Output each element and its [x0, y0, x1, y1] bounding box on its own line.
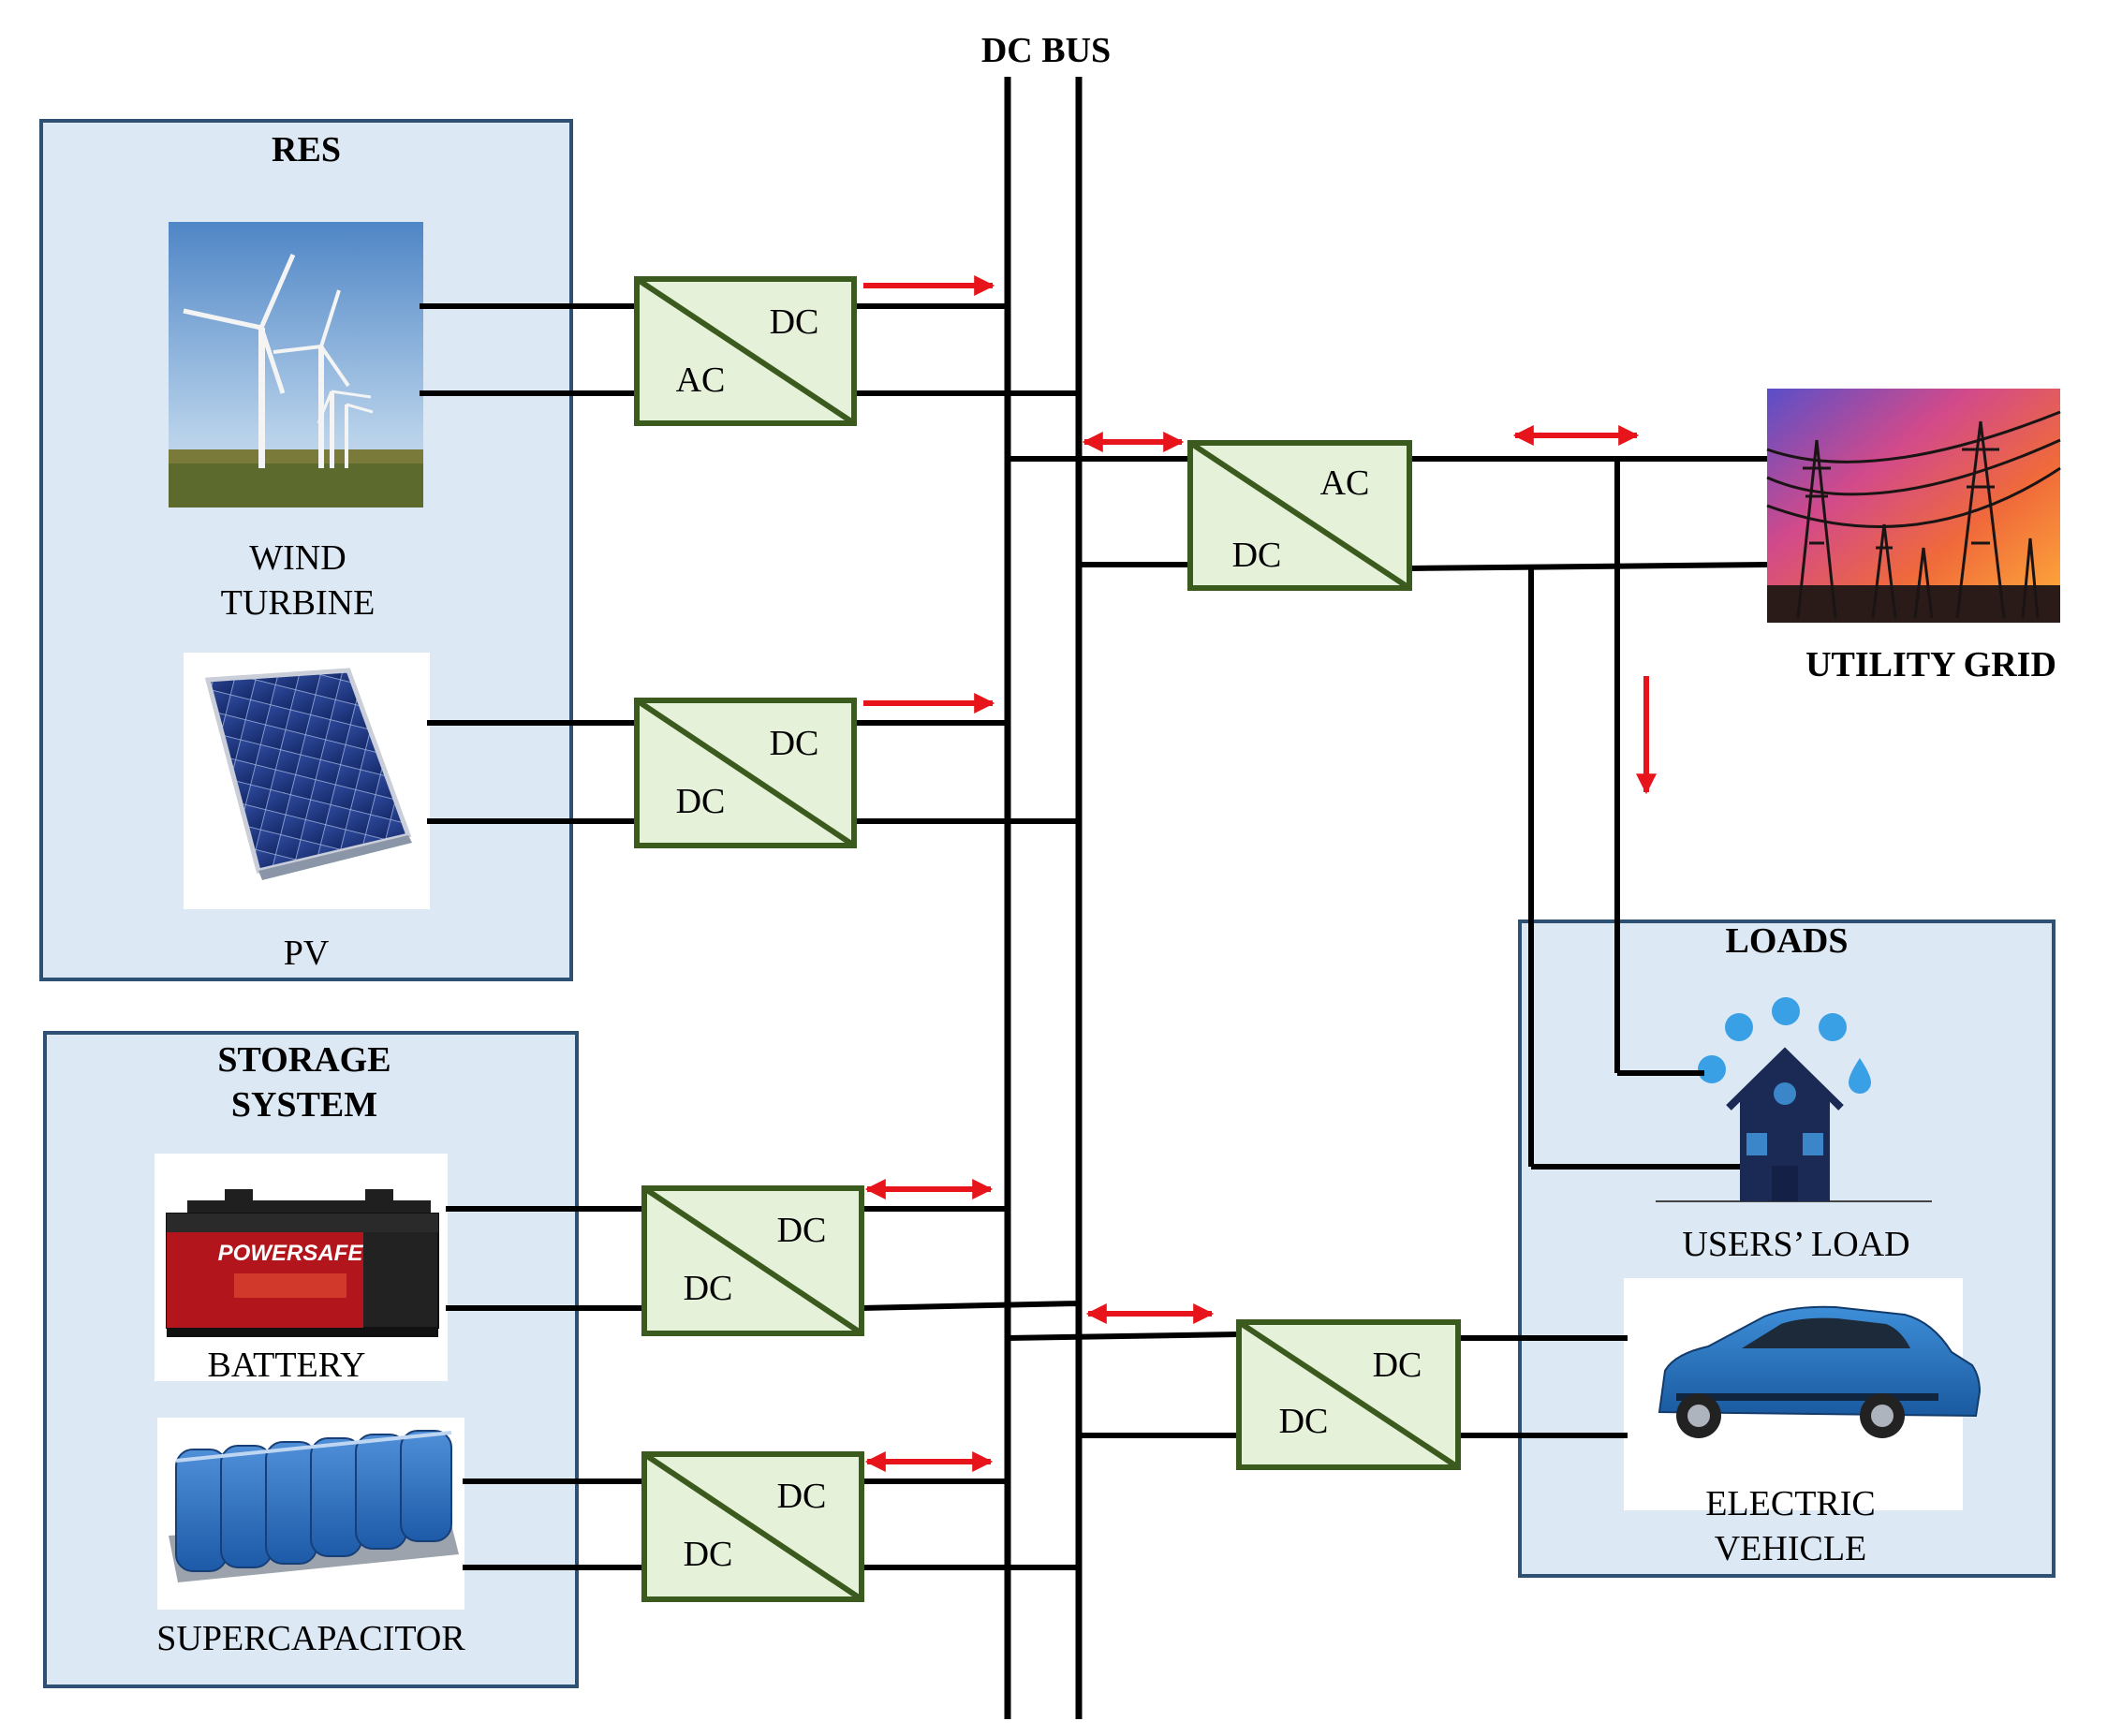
ev-label-line2: VEHICLE: [1715, 1529, 1867, 1568]
converter-pv-bottom: DC: [676, 782, 726, 821]
house-icon: [1656, 997, 1932, 1202]
converter-pv: DC DC: [634, 698, 857, 848]
loads-panel: [1518, 919, 2056, 1578]
converter-pv-top: DC: [770, 724, 819, 763]
converter-ev-top: DC: [1373, 1346, 1422, 1385]
converter-supercap-bottom: DC: [684, 1535, 733, 1574]
wind-label-line1: WIND: [249, 538, 346, 578]
converter-grid-top: AC: [1320, 463, 1370, 503]
svg-text:POWERSAFE: POWERSAFE: [218, 1241, 364, 1266]
converter-supercap: DC DC: [641, 1451, 864, 1602]
battery-icon: POWERSAFE: [155, 1154, 448, 1381]
storage-title-line1: STORAGE: [217, 1040, 391, 1080]
ev-label-line1: ELECTRIC: [1705, 1484, 1876, 1523]
converter-battery: DC DC: [641, 1185, 864, 1336]
pv-label: PV: [284, 934, 330, 973]
loads-title: LOADS: [1726, 921, 1849, 961]
flow-arrows: [863, 275, 1657, 1472]
converter-battery-bottom: DC: [684, 1269, 733, 1308]
grid-label: UTILITY GRID: [1805, 645, 2056, 684]
power-towers-icon: [1766, 389, 2061, 623]
converter-wind: DC AC: [634, 276, 857, 426]
converter-ev: DC DC: [1236, 1319, 1461, 1470]
converter-grid: AC DC: [1187, 440, 1412, 591]
res-title: RES: [272, 130, 341, 169]
converter-battery-top: DC: [777, 1211, 827, 1250]
users-load-label: USERS’ LOAD: [1682, 1225, 1909, 1264]
converter-ev-bottom: DC: [1279, 1402, 1329, 1441]
dc-bus-label: DC BUS: [981, 31, 1111, 70]
wind-label-line2: TURBINE: [221, 583, 376, 623]
supercap-label: SUPERCAPACITOR: [156, 1619, 465, 1658]
converter-wind-bottom: AC: [676, 360, 726, 400]
converter-supercap-top: DC: [777, 1477, 827, 1516]
battery-label: BATTERY: [208, 1346, 366, 1385]
car-icon: [1624, 1278, 1982, 1510]
solar-panel-icon: [184, 653, 430, 909]
storage-title-line2: SYSTEM: [231, 1085, 377, 1125]
wind-turbines-icon: [169, 222, 423, 508]
converter-grid-bottom: DC: [1232, 536, 1282, 575]
converter-wind-top: DC: [770, 302, 819, 342]
connection-wires: [420, 303, 1768, 1570]
supercapacitor-icon: [157, 1418, 464, 1610]
